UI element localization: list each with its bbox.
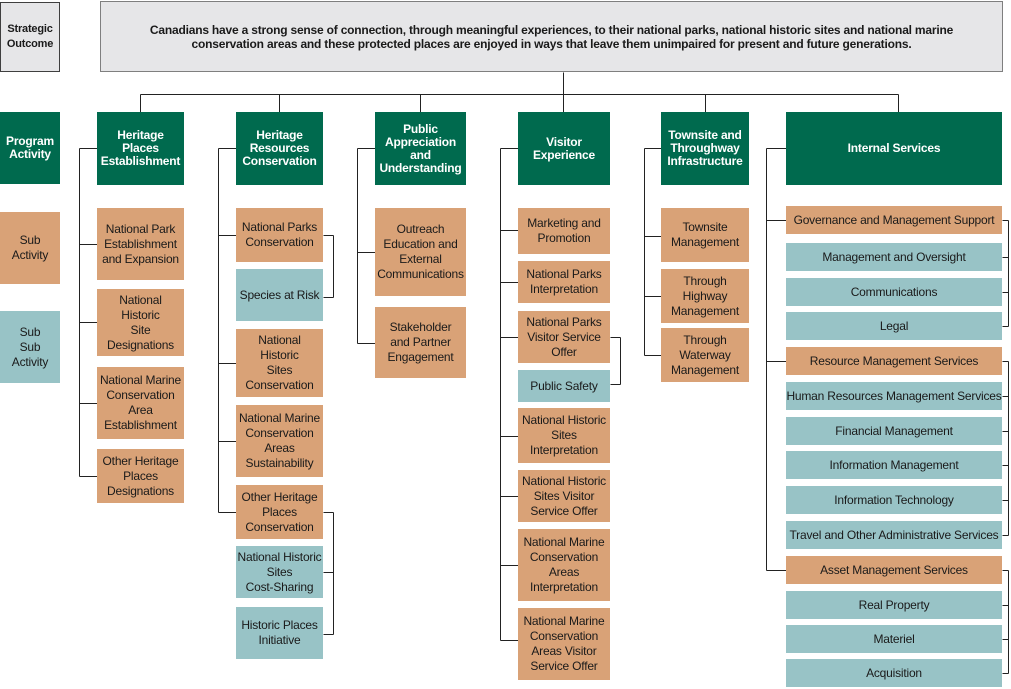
sub-activity-stakeholder-engagement: Stakeholder and Partner Engagement <box>375 307 466 378</box>
sub-activity-nmca-sustainability: National Marine Conservation Areas Susta… <box>236 405 323 477</box>
program-townsite-throughway-infrastructure: Townsite and Throughway Infrastructure <box>661 112 749 185</box>
sub-activity-nhs-conservation: National Historic Sites Conservation <box>236 329 323 397</box>
program-visitor-experience: Visitor Experience <box>518 112 610 185</box>
sub-activity-governance-management-support: Governance and Management Support <box>786 206 1002 234</box>
sub-activity-nmca-establishment: National Marine Conservation Area Establ… <box>97 367 184 439</box>
sub-activity-other-heritage-places-designations: Other Heritage Places Designations <box>97 449 184 503</box>
sub-sub-activity-information-management: Information Management <box>786 451 1002 479</box>
sub-sub-activity-management-oversight: Management and Oversight <box>786 243 1002 271</box>
sub-activity-np-visitor-service-offer: National Parks Visitor Service Offer <box>518 311 610 363</box>
sub-activity-nhs-interpretation: National Historic Sites Interpretation <box>518 408 610 463</box>
sub-activity-outreach-education: Outreach Education and External Communic… <box>375 208 466 296</box>
sub-sub-activity-historic-places-initiative: Historic Places Initiative <box>236 607 323 659</box>
sub-sub-activity-real-property: Real Property <box>786 591 1002 619</box>
strategic-outcome: Canadians have a strong sense of connect… <box>100 1 1003 72</box>
sub-activity-np-interpretation: National Parks Interpretation <box>518 261 610 303</box>
legend-strategic-outcome: Strategic Outcome <box>0 2 60 72</box>
program-heritage-resources-conservation: Heritage Resources Conservation <box>236 112 323 185</box>
legend-program-activity: Program Activity <box>0 112 60 184</box>
program-public-appreciation-understanding: Public Appreciation and Understanding <box>375 112 466 185</box>
legend-sub-activity: Sub Activity <box>0 212 60 284</box>
sub-sub-activity-travel-administrative: Travel and Other Administrative Services <box>786 521 1002 549</box>
sub-activity-nmca-interpretation: National Marine Conservation Areas Inter… <box>518 529 610 601</box>
sub-sub-activity-communications: Communications <box>786 278 1002 306</box>
sub-sub-activity-materiel: Materiel <box>786 625 1002 653</box>
sub-sub-activity-legal: Legal <box>786 312 1002 340</box>
sub-activity-townsite-management: Townsite Management <box>661 208 749 262</box>
sub-activity-through-highway-management: Through Highway Management <box>661 269 749 323</box>
sub-sub-activity-acquisition: Acquisition <box>786 659 1002 687</box>
sub-activity-nhs-visitor-service-offer: National Historic Sites Visitor Service … <box>518 470 610 522</box>
sub-sub-activity-information-technology: Information Technology <box>786 486 1002 514</box>
sub-sub-activity-public-safety: Public Safety <box>518 370 610 402</box>
sub-sub-activity-nhs-cost-sharing: National Historic Sites Cost-Sharing <box>236 546 323 598</box>
sub-sub-activity-human-resources: Human Resources Management Services <box>786 382 1002 410</box>
sub-activity-national-historic-site-designations: National Historic Site Designations <box>97 289 184 356</box>
sub-activity-asset-management-services: Asset Management Services <box>786 556 1002 584</box>
program-internal-services: Internal Services <box>786 112 1002 185</box>
legend-sub-sub-activity: Sub Sub Activity <box>0 311 60 383</box>
sub-activity-marketing-promotion: Marketing and Promotion <box>518 208 610 254</box>
sub-activity-other-heritage-places-conservation: Other Heritage Places Conservation <box>236 485 323 539</box>
sub-activity-national-park-establishment: National Park Establishment and Expansio… <box>97 208 184 280</box>
sub-activity-national-parks-conservation: National Parks Conservation <box>236 208 323 262</box>
sub-sub-activity-financial-management: Financial Management <box>786 417 1002 445</box>
program-heritage-places-establishment: Heritage Places Establishment <box>97 112 184 185</box>
sub-sub-activity-species-at-risk: Species at Risk <box>236 269 323 321</box>
sub-activity-nmca-visitor-service-offer: National Marine Conservation Areas Visit… <box>518 608 610 680</box>
sub-activity-through-waterway-management: Through Waterway Management <box>661 328 749 382</box>
sub-activity-resource-management-services: Resource Management Services <box>786 347 1002 375</box>
